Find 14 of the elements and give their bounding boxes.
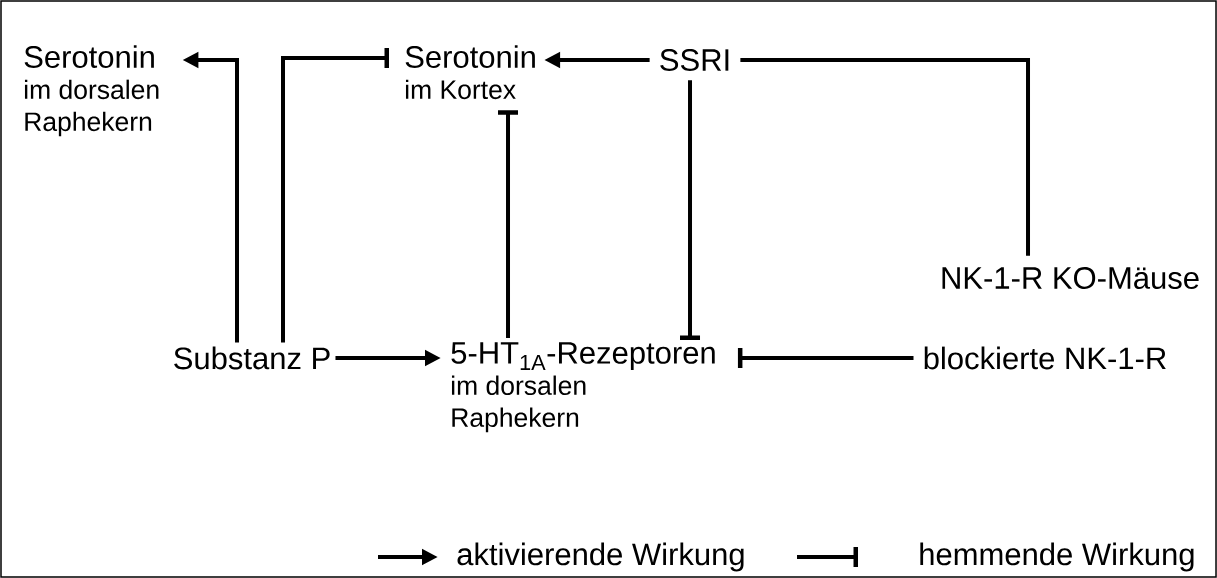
legend-text: hemmende Wirkung	[920, 542, 1194, 572]
legend-text: aktivierende Wirkung	[457, 542, 744, 572]
label-text: NK-1-R KO-Mäuse	[942, 267, 1199, 289]
label-text: Serotonin im Kortex	[405, 45, 535, 100]
inhibition-arrow	[498, 110, 518, 338]
label-text: 5-HT$_{1A}$-Rezeptoren im dorsalen Raphekern	[451, 342, 715, 433]
connector-line	[740, 58, 1030, 256]
label-text: Substanz P	[174, 346, 330, 370]
label-text: SSRI	[660, 49, 729, 71]
label-text: blockierte NK-1-R	[924, 346, 1166, 370]
label-text: Serotonin im dorsalen Raphekern	[24, 45, 159, 137]
inhibition-arrow	[281, 48, 389, 343]
inhibition-arrow	[737, 348, 914, 368]
inhibition-arrow	[680, 80, 700, 340]
